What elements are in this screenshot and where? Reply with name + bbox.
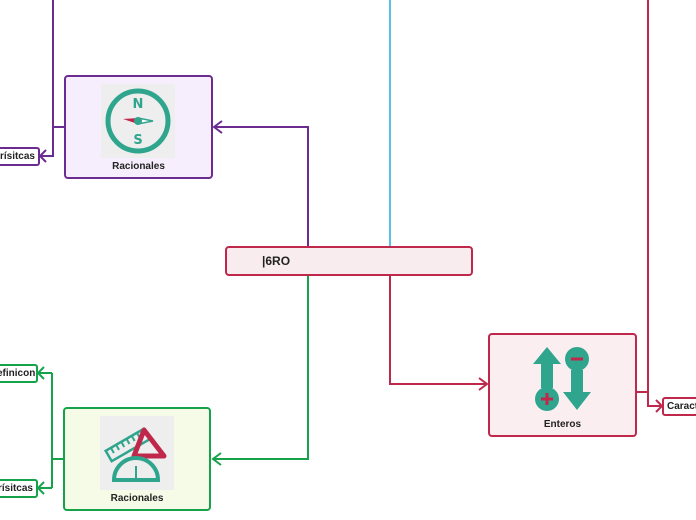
plus-minus-arrows-icon: [525, 342, 599, 416]
svg-text:S: S: [133, 133, 142, 148]
tag-label: efinicon: [0, 368, 36, 379]
purple-connector: [214, 126, 309, 246]
central-node[interactable]: |6RO: [225, 246, 473, 276]
red-branch: [636, 0, 662, 407]
red-arrowhead: [478, 377, 489, 391]
purple-tag-arrowhead: [38, 149, 47, 163]
green-arrowhead: [211, 452, 222, 466]
racionales-label: Racionales: [110, 493, 164, 504]
characteristics-tag-green[interactable]: rísitcas: [0, 479, 38, 498]
definition-tag-green[interactable]: efinicon: [0, 364, 38, 383]
racionales-label: Racionales: [112, 161, 165, 172]
characteristics-tag-purple[interactable]: rísitcas: [0, 147, 40, 166]
green-tag-arrowhead-top: [36, 366, 45, 380]
enteros-label: Enteros: [543, 419, 582, 430]
compass-icon: N S: [101, 84, 175, 158]
geometry-tools-icon: [100, 416, 174, 490]
purple-branch: [40, 0, 64, 157]
tag-label: Caract: [667, 401, 696, 412]
central-label: |6RO: [262, 254, 291, 268]
tag-label: rísitcas: [0, 151, 35, 162]
characteristics-tag-red[interactable]: Caract: [662, 397, 696, 416]
svg-text:N: N: [133, 97, 144, 112]
enteros-node[interactable]: Enteros: [488, 333, 637, 437]
red-connector: [389, 276, 487, 385]
purple-arrowhead: [212, 120, 223, 134]
green-branch: [38, 372, 63, 489]
green-tag-arrowhead-bottom: [36, 481, 45, 495]
tag-label: rísitcas: [0, 483, 33, 494]
green-connector: [213, 276, 309, 460]
racionales-node-purple[interactable]: N S Racionales: [64, 75, 213, 179]
racionales-node-green[interactable]: Racionales: [63, 407, 211, 511]
